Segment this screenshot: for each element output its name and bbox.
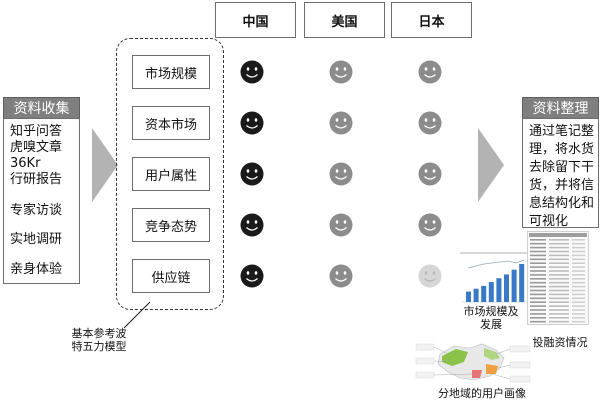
chart-bar	[466, 291, 471, 302]
organize-title: 资料整理	[522, 97, 599, 119]
chart-bar	[481, 285, 487, 302]
chart-bar	[496, 278, 502, 302]
market-caption-line: 市场规模及	[463, 305, 519, 318]
smiley-face-icon	[240, 60, 264, 84]
smiley-face-icon	[418, 60, 442, 84]
porter-model-group	[116, 38, 224, 310]
smiley-face-icon	[329, 264, 353, 288]
smiley-face-icon	[418, 213, 442, 237]
smiley-face-icon	[329, 213, 353, 237]
smiley-face-icon	[240, 162, 264, 186]
source-item: 实地调研	[10, 232, 63, 247]
source-item: 36Kr	[10, 156, 41, 171]
collection-list: 知乎问答 虎嗅文章 36Kr 行研报告 专家访谈 实地调研 亲身体验	[3, 118, 80, 284]
source-item: 虎嗅文章	[10, 140, 63, 155]
right-arrow-icon	[478, 128, 504, 202]
model-caption: 基本参考波 特五力模型	[64, 327, 134, 353]
factor-supply-chain: 供应链	[132, 259, 210, 293]
factor-capital-market: 资本市场	[132, 106, 210, 140]
organize-box: 通过笔记整理，将水货去除留下干货，并将信息结构化和可视化	[522, 118, 599, 229]
smiley-face-icon	[418, 111, 442, 135]
factor-user-attributes: 用户属性	[132, 157, 210, 191]
investment-table-thumbnail	[527, 231, 589, 325]
factor-market-size: 市场规模	[132, 55, 210, 89]
smiley-face-icon	[418, 162, 442, 186]
market-caption: 市场规模及 发展	[462, 305, 520, 331]
source-item: 专家访谈	[10, 203, 63, 218]
left-arrow-icon	[92, 128, 118, 202]
smiley-face-icon	[240, 111, 264, 135]
chart-bar	[488, 282, 494, 302]
smiley-face-icon	[418, 264, 442, 288]
model-caption-line: 基本参考波	[71, 327, 127, 340]
market-caption-line: 发展	[480, 318, 502, 331]
column-header-usa: 美国	[304, 2, 385, 38]
collection-title: 资料收集	[3, 97, 80, 119]
chart-bars	[466, 264, 525, 302]
chart-bar	[519, 264, 525, 302]
smiley-face-icon	[329, 111, 353, 135]
source-item: 行研报告	[10, 172, 63, 187]
chart-bar	[504, 274, 509, 302]
chart-bar	[473, 288, 479, 302]
column-header-japan: 日本	[391, 2, 472, 38]
chart-bar	[511, 269, 517, 302]
factor-competition: 竞争态势	[132, 208, 210, 242]
model-callout-line	[123, 301, 151, 329]
smiley-face-icon	[329, 60, 353, 84]
organize-description: 通过笔记整理，将水货去除留下干货，并将信息结构化和可视化	[529, 124, 595, 229]
map-caption: 分地域的用户画像	[438, 387, 526, 400]
source-item: 知乎问答	[10, 124, 63, 139]
regional-map-thumbnail	[412, 340, 534, 388]
smiley-face-icon	[329, 162, 353, 186]
model-caption-line: 特五力模型	[71, 340, 127, 353]
investment-caption: 投融资情况	[532, 336, 588, 349]
column-header-china: 中国	[215, 2, 296, 38]
market-size-chart	[458, 246, 530, 308]
smiley-face-icon	[240, 213, 264, 237]
source-item: 亲身体验	[10, 262, 63, 277]
smiley-face-icon	[240, 264, 264, 288]
